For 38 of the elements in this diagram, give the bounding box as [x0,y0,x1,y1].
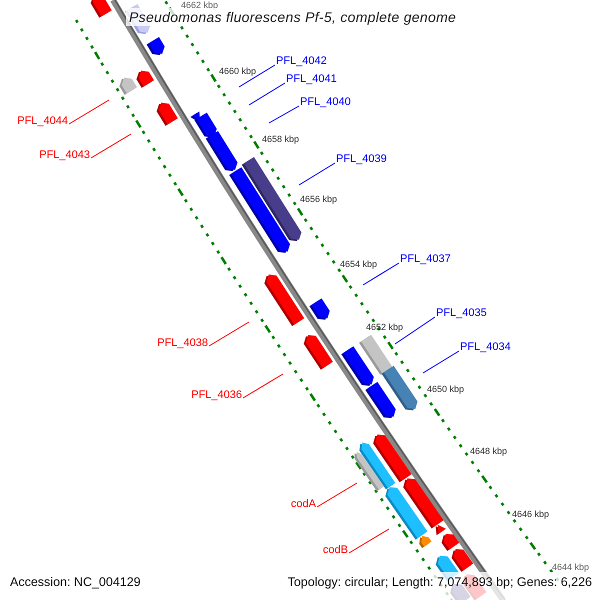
gene-label: PFL_4044 [17,115,68,128]
gene-label: codB [322,544,348,557]
gene-label: codA [290,498,316,511]
gene-label: PFL_4035 [436,307,487,320]
leader-line [248,82,286,106]
gene-label: PFL_4034 [460,341,511,354]
scale-label: 4652 kbp [366,322,404,332]
scale-label: 4658 kbp [262,134,300,144]
leader-line [316,482,358,508]
gene-label: PFL_4038 [157,337,208,350]
leader-line [90,134,132,158]
gene-label: PFL_4040 [300,96,351,109]
leader-line [394,316,436,344]
leader-line [348,528,390,554]
scale-label: 4648 kbp [470,446,508,456]
scale-label: 4656 kbp [300,194,338,204]
leader-line [362,262,400,286]
gene-label: PFL_4037 [400,253,451,266]
scale-label: 4654 kbp [340,259,378,269]
gene-label: PFL_4041 [286,73,337,86]
scale-label: 4662 kbp [181,0,218,10]
genome-stats-text: Topology: circular; Length: 7,074,893 bp; Genes: 6,226 [288,575,592,589]
scale-label: 4650 kbp [427,384,464,394]
accession-text: Accession: NC_004129 [10,575,141,589]
scale-label: 4644 kbp [552,562,590,572]
leader-line [238,64,276,88]
scale-label: 4646 kbp [512,509,550,519]
leader-line [268,106,300,124]
leader-line [242,374,284,398]
scale-label: 4660 kbp [219,66,256,76]
gene-label: PFL_4042 [276,55,327,68]
leader-line [298,162,336,186]
leader-line [208,322,250,346]
leader-line [422,350,460,374]
gene-label: PFL_4036 [191,389,242,402]
leader-line [68,100,110,124]
gene-label: PFL_4043 [39,149,90,162]
gene-label: PFL_4039 [336,153,387,166]
